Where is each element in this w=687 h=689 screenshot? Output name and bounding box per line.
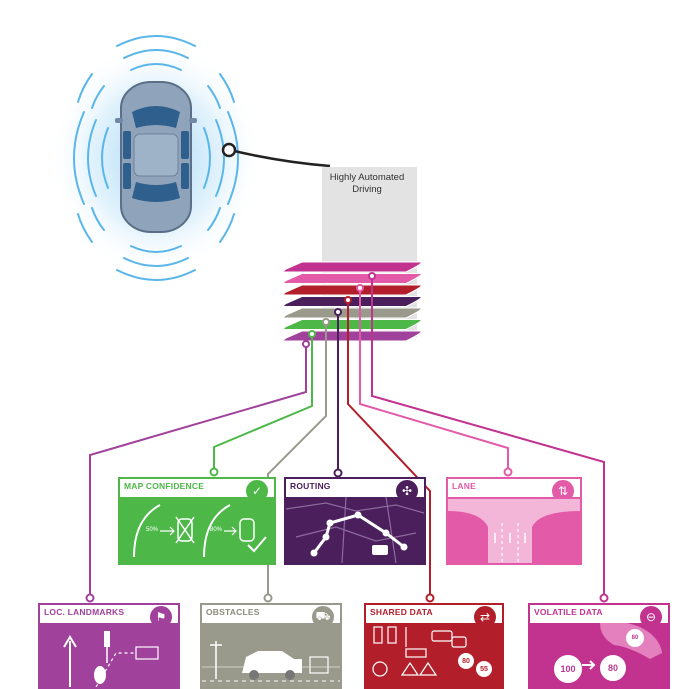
car-icon xyxy=(115,81,197,233)
car-connector xyxy=(229,148,331,168)
card-title: OBSTACLES xyxy=(206,607,260,617)
map-layer xyxy=(282,319,422,330)
sensor-waves xyxy=(73,35,239,281)
card-body: 100 80 80 xyxy=(530,621,668,687)
map-layer xyxy=(282,307,422,319)
layer-wires xyxy=(89,276,605,597)
card-body xyxy=(40,623,178,687)
wire-nodes xyxy=(85,272,609,603)
card-loc-landmarks: LOC. LANDMARKS ⚑ xyxy=(38,603,180,689)
landmarks-illustration xyxy=(63,631,159,687)
card-title: LOC. LANDMARKS xyxy=(44,607,125,617)
map-layer xyxy=(282,330,422,342)
confidence-illustration xyxy=(133,504,267,558)
speed-to-sign: 80 xyxy=(600,655,626,681)
card-title: SHARED DATA xyxy=(370,607,433,617)
routing-illustration xyxy=(286,496,424,563)
map-layer xyxy=(282,296,422,307)
map-layer-stack xyxy=(282,261,422,342)
volatile-illustration xyxy=(582,621,662,670)
map-layer xyxy=(282,261,422,273)
card-body xyxy=(286,496,424,563)
confidence-low-value: 50% xyxy=(146,527,159,533)
card-routing: ROUTING ✣ xyxy=(284,477,426,565)
card-body: 50% 80% xyxy=(120,497,274,563)
card-body xyxy=(202,623,340,687)
card-body: 80 55 xyxy=(366,623,502,687)
card-lane: LANE ⇅ xyxy=(446,477,582,565)
map-layer xyxy=(282,273,422,284)
shared-speed-sign: 80 xyxy=(458,653,474,669)
lane-illustration xyxy=(448,499,580,563)
speed-badge-sign: 80 xyxy=(626,629,644,647)
obstacles-illustration xyxy=(202,641,340,682)
card-obstacles: OBSTACLES ⛟ xyxy=(200,603,342,689)
card-title: VOLATILE DATA xyxy=(534,607,603,617)
card-title: LANE xyxy=(452,481,476,491)
card-title: ROUTING xyxy=(290,481,331,491)
shared-data-illustration xyxy=(372,626,467,677)
card-shared-data: SHARED DATA ⇄ 80 55 xyxy=(364,603,504,689)
shared-speed-sign: 55 xyxy=(476,661,492,677)
card-map-confidence: MAP CONFIDENCE ✓ 50% 80% xyxy=(118,477,276,565)
car-connector-node xyxy=(221,142,237,158)
confidence-high-value: 80% xyxy=(210,527,223,533)
map-layer xyxy=(282,284,422,296)
card-volatile-data: VOLATILE DATA ⊖ 100 80 80 xyxy=(528,603,670,689)
card-body xyxy=(448,497,580,563)
speed-from-sign: 100 xyxy=(554,655,582,683)
card-title: MAP CONFIDENCE xyxy=(124,481,205,491)
hub-label-line: Highly Automated xyxy=(329,172,405,183)
hub-label-line: Driving xyxy=(352,184,382,195)
